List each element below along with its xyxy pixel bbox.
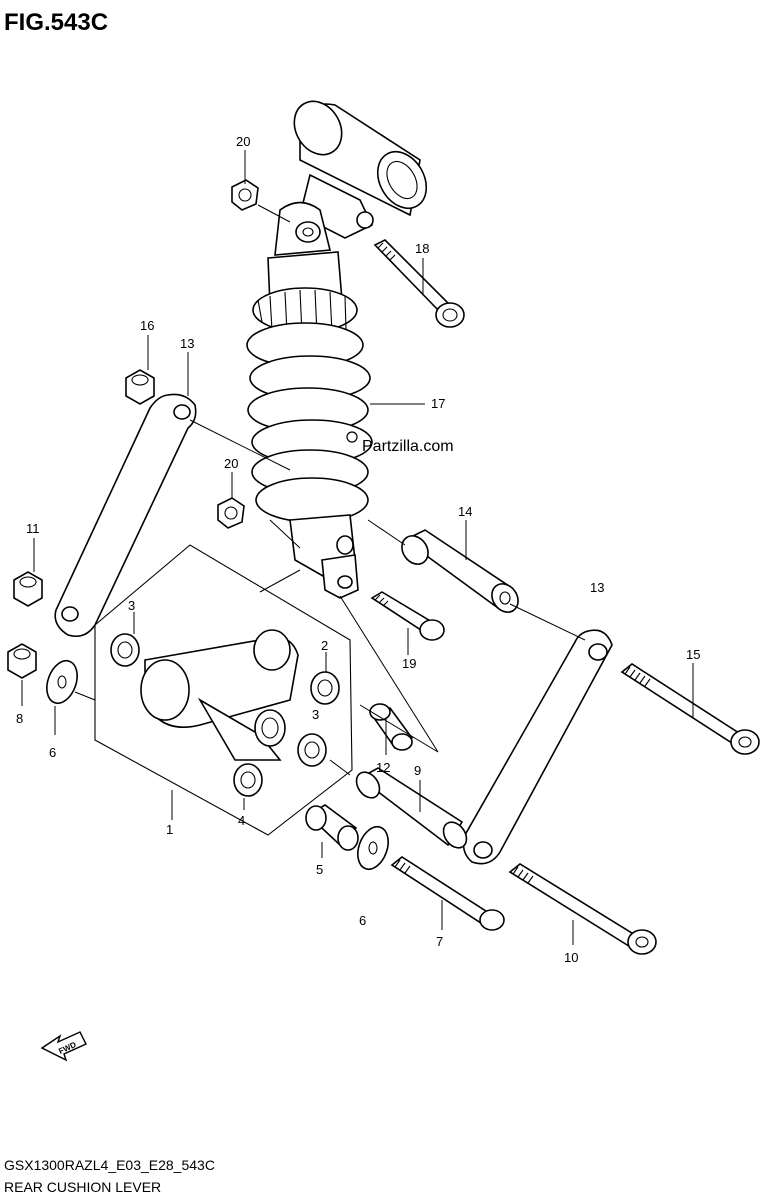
- callout-13-left: 13: [180, 336, 194, 351]
- callout-10: 10: [564, 950, 578, 965]
- callout-19: 19: [402, 656, 416, 671]
- callout-8: 8: [16, 711, 23, 726]
- diagram-name: REAR CUSHION LEVER: [4, 1179, 161, 1195]
- callout-17: 17: [431, 396, 445, 411]
- callout-3-right: 3: [312, 707, 319, 722]
- callout-4: 4: [238, 813, 245, 828]
- callout-20-top: 20: [236, 134, 250, 149]
- cushion-rod-13-left: [54, 393, 197, 638]
- callout-9: 9: [414, 763, 421, 778]
- bolt-15: [620, 663, 760, 755]
- cushion-rod-13-right: [462, 629, 613, 865]
- washer-6-right: [357, 825, 389, 871]
- spacer-5: [305, 804, 359, 851]
- cushion-lever-assembly: [94, 544, 353, 836]
- leader-lines: [21, 150, 694, 945]
- nut-20-top: [231, 179, 259, 211]
- spacer-9: [355, 767, 468, 849]
- nut-11: [13, 571, 43, 607]
- callout-15: 15: [686, 647, 700, 662]
- callout-labels: 20 18 16 13 17 20 11 14 13 3 2 3 15 19 8…: [16, 134, 700, 965]
- callout-7: 7: [436, 934, 443, 949]
- watermark-text: Partzilla.com: [362, 438, 454, 455]
- nut-20-lower: [217, 497, 245, 529]
- callout-13-right: 13: [590, 580, 604, 595]
- callout-6-left: 6: [49, 745, 56, 760]
- bolt-19: [370, 591, 445, 641]
- spacer-14: [401, 529, 519, 613]
- callout-11: 11: [26, 521, 40, 536]
- bolt-18: [373, 239, 465, 328]
- callout-2: 2: [321, 638, 328, 653]
- callout-6-right: 6: [359, 913, 366, 928]
- watermark: Partzilla.com: [346, 431, 454, 455]
- washer-6-left: [46, 659, 78, 705]
- nut-8: [7, 643, 37, 679]
- callout-14: 14: [458, 504, 472, 519]
- bolt-7: [390, 856, 505, 931]
- figure-title: FIG.543C: [4, 9, 108, 36]
- spacer-12: [369, 703, 414, 751]
- callout-1: 1: [166, 822, 173, 837]
- nut-16: [125, 369, 155, 405]
- callout-12: 12: [376, 760, 390, 775]
- callout-18: 18: [415, 241, 429, 256]
- callout-20-lower: 20: [224, 456, 238, 471]
- rear-shock-absorber: [246, 100, 428, 599]
- bolt-10: [508, 863, 657, 955]
- callout-3-upper: 3: [128, 598, 135, 613]
- callout-16: 16: [140, 318, 154, 333]
- callout-5: 5: [316, 862, 323, 877]
- fwd-arrow-icon: FWD: [40, 1031, 87, 1062]
- diagram-code: GSX1300RAZL4_E03_E28_543C: [4, 1157, 215, 1173]
